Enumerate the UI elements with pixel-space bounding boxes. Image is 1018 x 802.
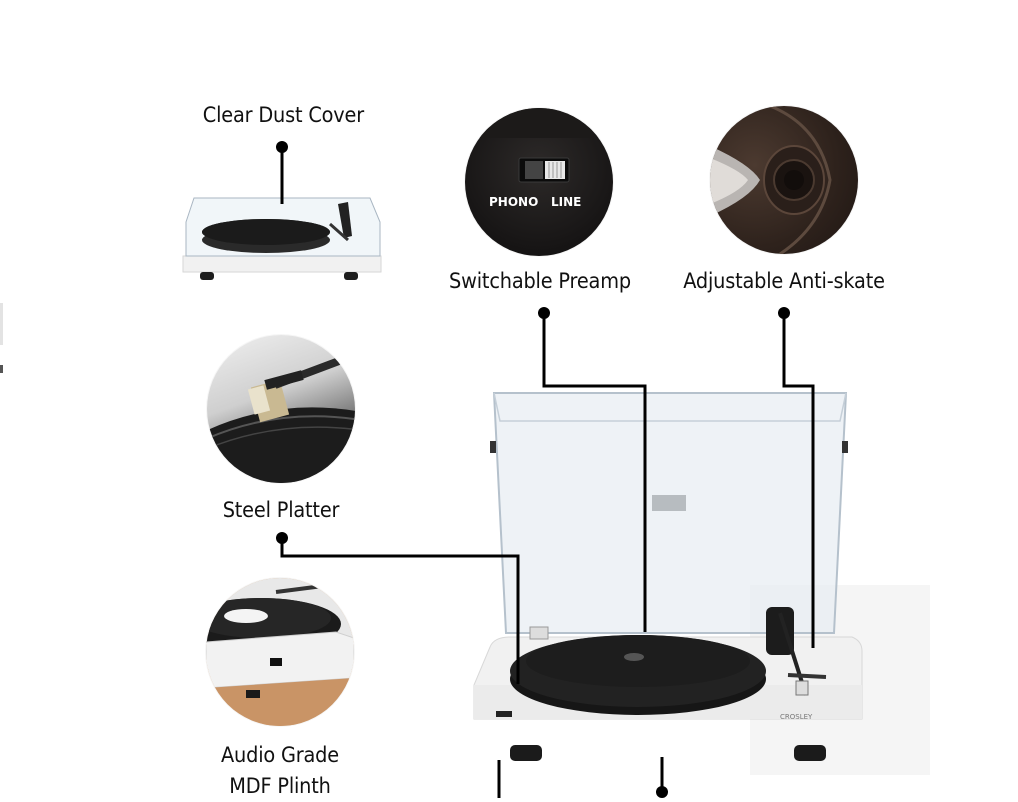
svg-text:CROSLEY: CROSLEY <box>780 713 813 721</box>
label-clear-dust-cover: Clear Dust Cover <box>202 103 365 127</box>
label-steel-platter: Steel Platter <box>222 498 340 522</box>
edge-fragment <box>0 303 3 345</box>
preamp-switch-closeup: PHONO LINE <box>465 108 613 256</box>
dust-cover-turntable-image <box>182 197 382 280</box>
label-audio-grade: Audio Grade <box>221 743 339 767</box>
phono-label: PHONO <box>489 195 539 209</box>
line-label: LINE <box>551 195 582 209</box>
label-switchable-preamp: Switchable Preamp <box>449 269 631 293</box>
label-adjustable-anti-skate: Adjustable Anti-skate <box>683 269 885 293</box>
anti-skate-closeup <box>710 106 858 254</box>
label-mdf-plinth: MDF Plinth <box>229 774 331 798</box>
mdf-plinth-closeup <box>206 578 354 726</box>
steel-platter-closeup <box>207 335 355 483</box>
edge-fragment-dark <box>0 365 3 373</box>
main-turntable-image: CROSLEY <box>473 392 930 775</box>
